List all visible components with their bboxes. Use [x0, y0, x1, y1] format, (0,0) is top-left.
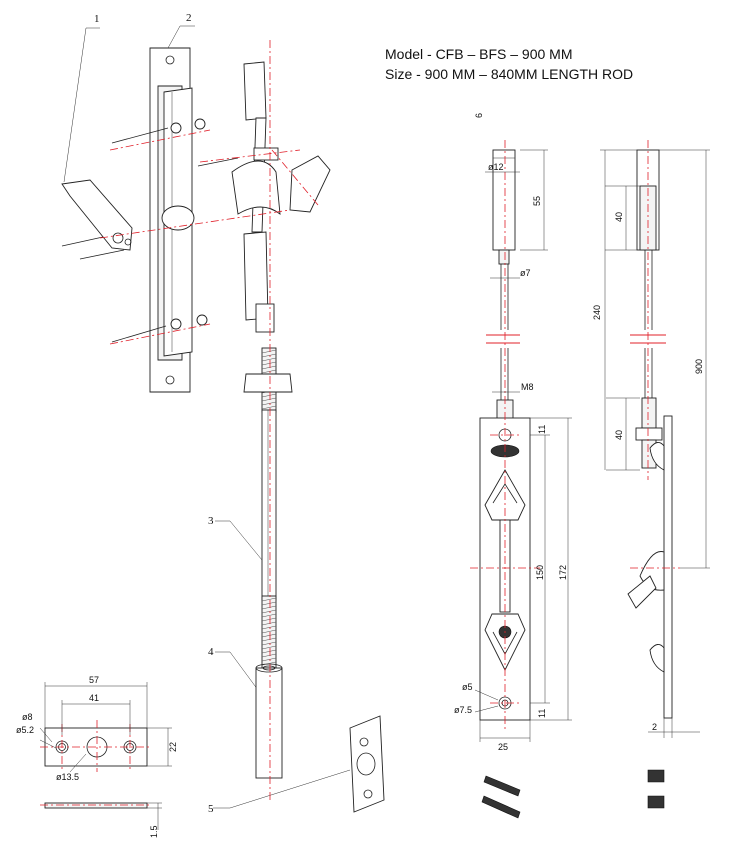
bushing: [255, 303, 275, 333]
plate-dim-5-2: ø5.2: [16, 725, 34, 735]
plate-dim-22: 22: [168, 742, 178, 752]
callout-5: 5: [208, 803, 214, 815]
plate-section: [44, 802, 148, 809]
wood-screws: [481, 775, 521, 819]
side-view: 40 240 900 40 2: [592, 140, 710, 809]
screw-set: [61, 118, 239, 343]
plate-dim-8: ø8: [22, 712, 33, 722]
plate-dim-57: 57: [89, 675, 99, 685]
front-dim-12: ø12: [488, 162, 504, 172]
side-dim-900: 900: [694, 359, 704, 374]
front-dim-25: 25: [498, 742, 508, 752]
plate-view: 57 41 ø8 ø5.2 22 ø13.5 1.5: [16, 675, 178, 838]
callout-leader-2: [167, 25, 195, 49]
side-plate: [663, 415, 673, 719]
side-dim-40-top: 40: [614, 212, 624, 222]
callout-leader-5: [213, 769, 351, 809]
plate-dim-13-5: ø13.5: [56, 772, 79, 782]
plate-dim-41: 41: [89, 693, 99, 703]
callout-1: 1: [94, 13, 100, 25]
threaded-stud: [243, 347, 293, 413]
lever: [61, 179, 133, 251]
front-dim-11-top: 11: [537, 425, 547, 434]
plate-dim-1-5: 1.5: [149, 825, 159, 838]
side-dim-240: 240: [592, 305, 602, 320]
rod: [261, 409, 277, 669]
callout-2: 2: [186, 12, 192, 24]
front-dim-7: ø7: [520, 268, 531, 278]
callout-leader-1: [63, 27, 100, 183]
front-dim-150: 150: [535, 565, 545, 580]
exploded-view: 1 2 3 4 5: [61, 12, 385, 815]
callout-6: 6: [474, 113, 484, 118]
side-dim-40-bottom: 40: [614, 430, 624, 440]
front-dim-m8: M8: [521, 382, 534, 392]
callout-leader-3: [215, 520, 263, 561]
top-bolt-assembly: [231, 61, 331, 321]
size-title: Size - 900 MM – 840MM LENGTH ROD: [385, 66, 634, 82]
strike-plate: [349, 715, 385, 813]
front-dim-11-bottom: 11: [537, 709, 547, 718]
side-dim-2: 2: [652, 722, 657, 732]
callout-4: 4: [208, 646, 214, 658]
callout-leader-4: [215, 651, 259, 691]
front-dim-7-5: ø7.5: [454, 705, 472, 715]
front-dim-172: 172: [558, 565, 568, 580]
front-view: ø12 55 ø7 M8 11 150 172 ø5 ø7.5 11 25: [454, 140, 572, 819]
model-title: Model - CFB – BFS – 900 MM: [385, 46, 573, 62]
callout-3: 3: [208, 515, 214, 527]
front-dim-55: 55: [532, 196, 542, 206]
machine-screws: [647, 769, 665, 809]
sleeve: [255, 663, 283, 779]
mounting-plate: [149, 47, 195, 393]
front-dim-5: ø5: [462, 682, 473, 692]
